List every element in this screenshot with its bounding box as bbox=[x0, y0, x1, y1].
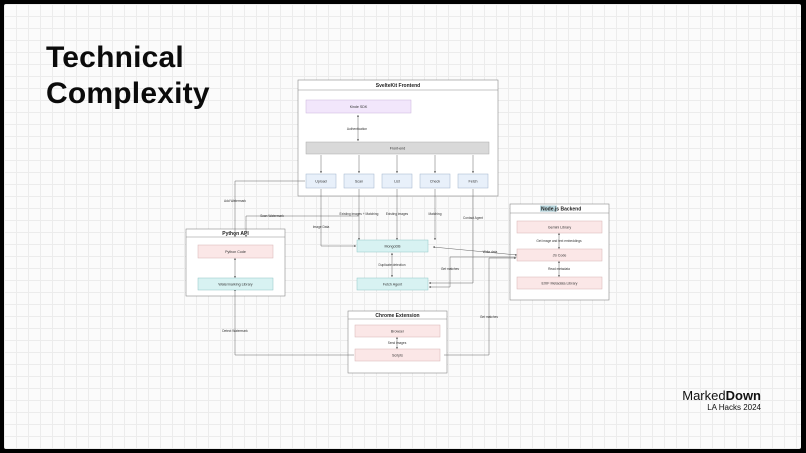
svg-text:Fetch Agent: Fetch Agent bbox=[383, 283, 402, 287]
edge-scan-watermark bbox=[245, 189, 360, 238]
svg-text:Fetch: Fetch bbox=[469, 180, 478, 184]
event-name: LA Hacks 2024 bbox=[707, 403, 761, 412]
slide-title: Technical Complexity bbox=[46, 40, 210, 112]
node-fetch-agent[interactable]: Fetch Agent bbox=[356, 277, 429, 291]
brand-logo-text: MarkedDown bbox=[682, 388, 761, 403]
label-detect-watermark: Detect Watermark bbox=[222, 329, 248, 333]
node-list[interactable]: List bbox=[381, 173, 413, 189]
node-front-end[interactable]: Front-end bbox=[305, 141, 490, 155]
svg-text:List: List bbox=[394, 180, 400, 184]
chrome-extension-title: Chrome Extension bbox=[375, 313, 419, 319]
svg-text:EXIF Metadata Library: EXIF Metadata Library bbox=[542, 282, 578, 286]
label-image-data: Image Data bbox=[313, 225, 330, 229]
node-scripts[interactable]: Scripts bbox=[354, 348, 441, 362]
node-scan[interactable]: Scan bbox=[343, 173, 375, 189]
node-python-code[interactable]: Python Code bbox=[197, 244, 274, 259]
svg-text:Kinde SDK: Kinde SDK bbox=[350, 105, 368, 109]
node-browser[interactable]: Browser bbox=[354, 324, 441, 338]
label-get-matches: Get matches bbox=[441, 267, 459, 271]
node-exif-library[interactable]: EXIF Metadata Library bbox=[516, 276, 603, 290]
label-contact-agent: Contact Agent bbox=[463, 216, 483, 220]
svg-text:JS Code: JS Code bbox=[553, 254, 567, 258]
svg-text:Upload: Upload bbox=[315, 180, 326, 184]
edge-detect-watermark bbox=[234, 288, 354, 356]
slide-title-line1: Technical bbox=[46, 41, 184, 74]
label-existing-matching: Existing images + Matching bbox=[340, 212, 379, 216]
slide-title-line2: Complexity bbox=[46, 77, 210, 110]
label-existing-images: Existing images bbox=[386, 212, 409, 216]
edge-labels: Authentication Add Watermark Scan Waterm… bbox=[222, 127, 582, 345]
label-write-data: Write data bbox=[483, 250, 498, 254]
svg-text:Check: Check bbox=[430, 180, 440, 184]
node-gemini-library[interactable]: Gemini Library bbox=[516, 220, 603, 234]
edge-write-data bbox=[432, 246, 518, 256]
edge-get-matches bbox=[428, 256, 517, 288]
slide: Technical Complexity SvelteKit Frontend … bbox=[4, 4, 801, 449]
node-watermarking-library[interactable]: Watermarking Library bbox=[197, 277, 274, 291]
svg-text:Browser: Browser bbox=[391, 330, 405, 334]
edge-contact-agent bbox=[428, 189, 474, 284]
edge-get-matches-2 bbox=[444, 257, 517, 356]
label-get-matches-2: Get matches bbox=[480, 315, 498, 319]
svg-text:Gemini Library: Gemini Library bbox=[548, 226, 572, 230]
node-upload[interactable]: Upload bbox=[305, 173, 337, 189]
python-api-title: Python API bbox=[222, 231, 249, 237]
svg-text:MongoDB: MongoDB bbox=[385, 245, 402, 249]
label-read-metadata: Read metadata bbox=[548, 267, 570, 271]
svg-text:Watermarking Library: Watermarking Library bbox=[218, 283, 252, 287]
label-gemini-embeddings: Get image and text embeddings bbox=[536, 239, 582, 243]
node-mongodb[interactable]: MongoDB bbox=[356, 239, 429, 253]
label-duplicate-detection: Duplicate detection bbox=[378, 263, 405, 267]
node-kinde-sdk[interactable]: Kinde SDK bbox=[305, 99, 412, 114]
svg-text:Front-end: Front-end bbox=[390, 147, 406, 151]
frontend-title: SvelteKit Frontend bbox=[376, 83, 420, 89]
architecture-diagram: SvelteKit Frontend Python API Node.js Ba… bbox=[185, 79, 610, 374]
brand-block: MarkedDown LA Hacks 2024 bbox=[682, 388, 761, 413]
label-add-watermark: Add Watermark bbox=[224, 199, 246, 203]
nodejs-highlight bbox=[540, 205, 557, 212]
label-send-images: Send images bbox=[388, 341, 407, 345]
node-backend-title: Node.js Backend bbox=[541, 207, 581, 213]
label-authentication: Authentication bbox=[347, 127, 367, 131]
svg-text:Scan: Scan bbox=[355, 180, 363, 184]
svg-text:Scripts: Scripts bbox=[392, 354, 403, 358]
label-scan-watermark: Scan Watermark bbox=[260, 214, 284, 218]
node-check[interactable]: Check bbox=[419, 173, 451, 189]
label-matching: Matching bbox=[429, 212, 442, 216]
node-js-code[interactable]: JS Code bbox=[516, 248, 603, 262]
edge-add-watermark bbox=[234, 180, 305, 238]
edge-image-data bbox=[320, 189, 357, 247]
svg-text:Python Code: Python Code bbox=[225, 250, 246, 254]
node-fetch[interactable]: Fetch bbox=[457, 173, 489, 189]
edges bbox=[234, 114, 560, 356]
